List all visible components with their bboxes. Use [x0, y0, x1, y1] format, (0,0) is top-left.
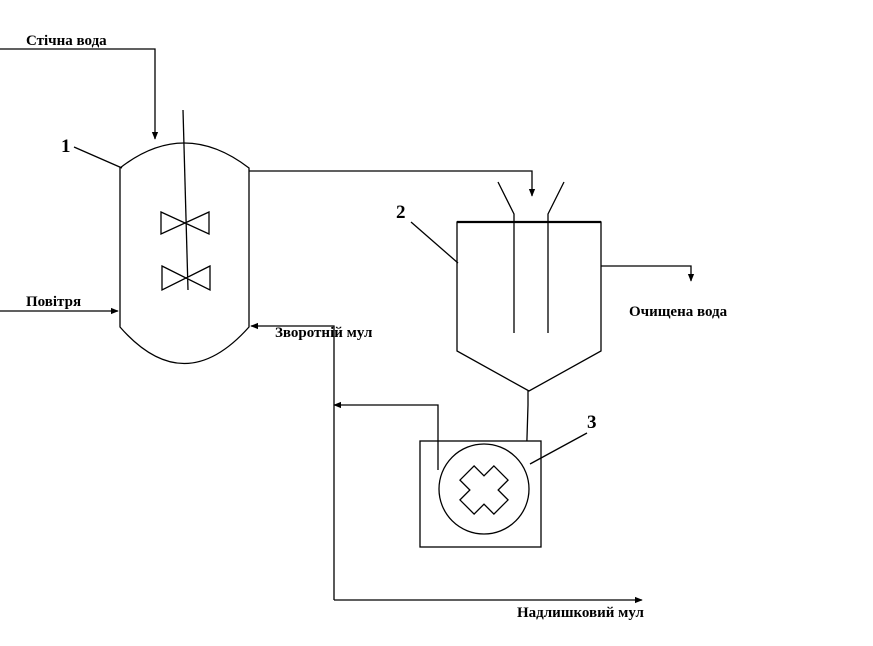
pump-leader-line — [529, 432, 588, 465]
return-sludge-line — [250, 322, 335, 600]
settler-marker: 2 — [396, 202, 406, 223]
upper-impeller-icon — [160, 210, 210, 236]
treated-water-line — [601, 265, 695, 282]
aerotank-vessel — [119, 142, 250, 365]
excess-sludge-label: Надлишковий мул — [517, 605, 645, 621]
settler-vessel — [456, 220, 602, 392]
aerotank-leader-line — [73, 146, 123, 169]
settler-leader-line — [410, 221, 459, 264]
wastewater-inlet-line — [0, 48, 159, 140]
wastewater-label: Стічна вода — [26, 33, 107, 49]
return-sludge-label: Зворотній мул — [275, 325, 373, 341]
stirrer-shaft — [182, 109, 189, 291]
lower-impeller-icon — [161, 264, 211, 292]
pump-outlet-line — [333, 401, 439, 470]
pump-marker: 3 — [587, 412, 597, 433]
pump-impeller-icon — [459, 465, 509, 515]
transfer-line — [249, 170, 536, 197]
treated-water-label: Очищена вода — [629, 304, 728, 320]
aerotank-marker: 1 — [61, 136, 71, 157]
air-label: Повітря — [26, 294, 81, 310]
settler-inlet-funnel — [497, 181, 565, 333]
